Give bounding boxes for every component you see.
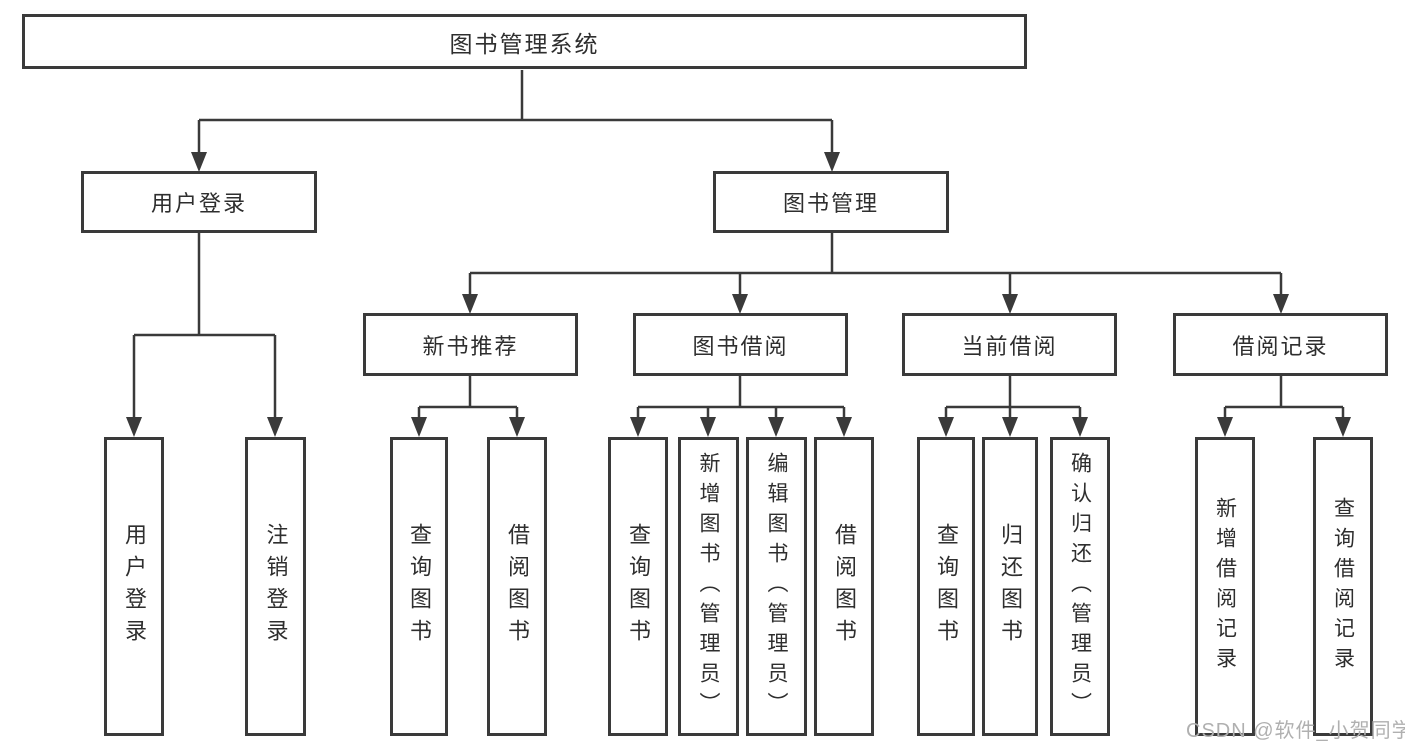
arrow-down-icon [462, 294, 478, 314]
node-label: 图书管理 [782, 191, 879, 216]
node-book-management: 图书管理 [713, 171, 949, 233]
leaf-recommend-query-books: 查询图书 [390, 437, 448, 736]
leaf-record-query-record: 查询借阅记录 [1313, 437, 1373, 736]
leaf-label: 注销登录 [263, 522, 289, 651]
leaf-current-return-books: 归还图书 [982, 437, 1038, 736]
leaf-label: 用户登录 [122, 522, 147, 651]
arrow-down-icon [768, 417, 784, 437]
leaf-borrow-add-books-admin: 新增图书（管理员） [678, 437, 739, 736]
leaf-record-add-record: 新增借阅记录 [1195, 437, 1255, 736]
node-library-system-root: 图书管理系统 [22, 14, 1027, 69]
csdn-watermark: CSDN @软件_小贺同学 [1186, 720, 1405, 742]
arrow-down-icon [836, 417, 852, 437]
arrow-down-icon [126, 417, 142, 437]
arrow-down-icon [1217, 417, 1233, 437]
node-label: 图书管理系统 [449, 30, 600, 57]
leaf-borrow-query-books: 查询图书 [608, 437, 668, 736]
arrow-down-icon [938, 417, 954, 437]
leaf-logout: 注销登录 [245, 437, 306, 736]
leaf-borrow-borrow-books: 借阅图书 [814, 437, 874, 736]
leaf-label: 新增图书（管理员） [697, 451, 720, 722]
node-book-borrowing: 图书借阅 [633, 313, 848, 376]
node-borrowing-records: 借阅记录 [1173, 313, 1388, 376]
node-new-book-recommendation: 新书推荐 [363, 313, 578, 376]
arrow-down-icon [191, 152, 207, 172]
leaf-label: 查询图书 [407, 522, 432, 651]
arrow-down-icon [1273, 294, 1289, 314]
connector-lines [132, 70, 1345, 422]
arrow-down-icon [700, 417, 716, 437]
arrow-down-icon [732, 294, 748, 314]
node-label: 用户登录 [150, 191, 247, 216]
leaf-label: 查询借阅记录 [1331, 496, 1355, 677]
arrow-down-icon [1002, 417, 1018, 437]
leaf-label: 查询图书 [934, 522, 959, 651]
leaf-current-confirm-return-admin: 确认归还（管理员） [1050, 437, 1110, 736]
node-current-borrowing: 当前借阅 [902, 313, 1117, 376]
arrow-down-icon [411, 417, 427, 437]
arrow-down-icon [824, 152, 840, 172]
node-label: 当前借阅 [961, 333, 1058, 359]
node-label: 新书推荐 [422, 333, 519, 359]
leaf-label: 确认归还（管理员） [1068, 451, 1092, 722]
arrow-down-icon [267, 417, 283, 437]
leaf-label: 编辑图书（管理员） [765, 451, 788, 722]
arrow-down-icon [1335, 417, 1351, 437]
arrow-down-icon [630, 417, 646, 437]
leaf-recommend-borrow-books: 借阅图书 [487, 437, 547, 736]
node-label: 图书借阅 [692, 333, 789, 359]
node-label: 借阅记录 [1232, 333, 1329, 359]
arrow-down-icon [1002, 294, 1018, 314]
arrowheads [126, 152, 1351, 437]
arrow-down-icon [1072, 417, 1088, 437]
leaf-borrow-edit-books-admin: 编辑图书（管理员） [746, 437, 807, 736]
leaf-user-login: 用户登录 [104, 437, 164, 736]
leaf-label: 借阅图书 [832, 522, 857, 651]
leaf-label: 归还图书 [998, 522, 1023, 651]
leaf-label: 查询图书 [626, 522, 651, 651]
arrow-down-icon [509, 417, 525, 437]
leaf-current-query-books: 查询图书 [917, 437, 975, 736]
node-user-login: 用户登录 [81, 171, 317, 233]
leaf-label: 新增借阅记录 [1213, 496, 1237, 677]
leaf-label: 借阅图书 [505, 522, 530, 651]
